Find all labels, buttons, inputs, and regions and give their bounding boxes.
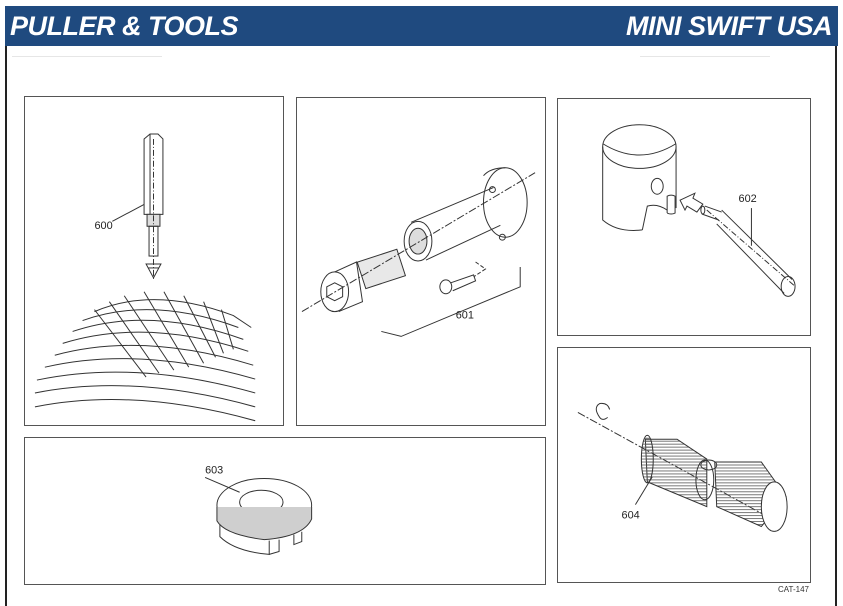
panel-604: 604 [557, 347, 811, 583]
page-header: PULLER & TOOLS MINI SWIFT USA [5, 6, 838, 46]
callout-603: 603 [205, 465, 223, 477]
tool-602-illustration: 602 [602, 124, 796, 297]
brand-name: MINI SWIFT USA [626, 11, 832, 41]
panel-603: 603 [24, 437, 546, 585]
divider [12, 56, 162, 57]
callout-602: 602 [739, 193, 757, 205]
divider [640, 56, 770, 57]
panel-602: 602 [557, 98, 811, 336]
panel-601: 601 [296, 97, 546, 426]
callout-600: 600 [94, 220, 112, 232]
panel-600: 600 [24, 96, 284, 426]
tool-600-illustration: 600 [34, 133, 256, 422]
callout-604: 604 [622, 510, 640, 522]
tool-603-illustration: 603 [204, 465, 313, 555]
tool-601-illustration: 601 [301, 167, 536, 337]
callout-601: 601 [456, 310, 474, 322]
page-title: PULLER & TOOLS [10, 11, 239, 41]
page-frame [5, 6, 837, 606]
catalog-code: CAT-147 [778, 585, 809, 594]
tool-604-illustration: 604 [577, 402, 788, 532]
